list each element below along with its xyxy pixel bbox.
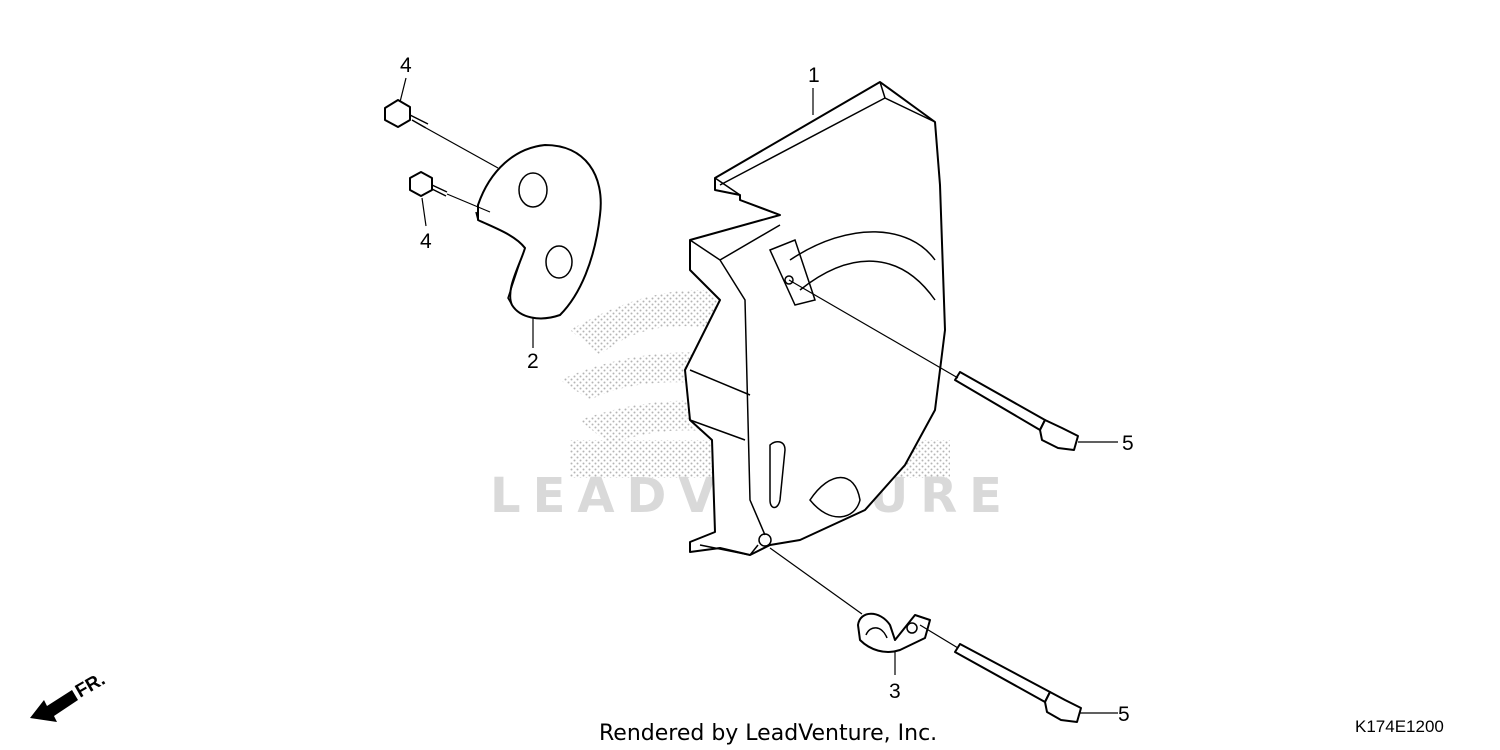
bolt-part-4-upper <box>384 99 429 129</box>
front-direction-label: FR. <box>72 669 109 702</box>
callout-4-upper: 4 <box>400 54 412 77</box>
callout-3: 3 <box>889 680 901 703</box>
bolt-part-5-upper <box>954 371 1079 451</box>
leader-lines <box>399 77 1118 714</box>
footer-credit: Rendered by LeadVenture, Inc. <box>599 721 937 746</box>
bolt-part-4-lower <box>409 171 448 197</box>
clamp-part-3 <box>857 612 931 653</box>
callout-1: 1 <box>808 64 820 87</box>
cover-part-1 <box>684 81 946 556</box>
callout-5-upper: 5 <box>1122 432 1134 455</box>
seal-part-2 <box>475 144 602 320</box>
callout-5-lower: 5 <box>1118 703 1130 726</box>
diagram-code: K174E1200 <box>1355 717 1444 736</box>
callout-2: 2 <box>527 350 539 373</box>
callout-4-lower: 4 <box>420 230 432 253</box>
bolt-part-5-lower <box>954 643 1082 723</box>
front-direction-arrow-icon <box>30 690 78 722</box>
